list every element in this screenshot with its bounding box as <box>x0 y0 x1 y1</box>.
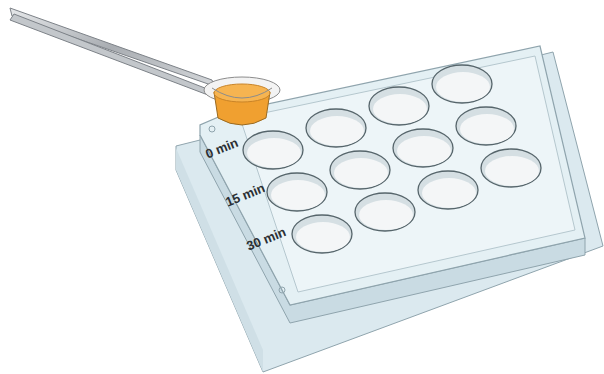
plate-base <box>176 52 603 372</box>
wells <box>243 65 541 253</box>
well <box>292 215 352 253</box>
well <box>393 129 453 167</box>
well <box>369 87 429 125</box>
forceps <box>10 8 214 95</box>
well <box>355 193 415 231</box>
well <box>243 131 303 169</box>
plate-inner <box>240 56 575 292</box>
well <box>267 173 327 211</box>
well <box>481 149 541 187</box>
well <box>418 171 478 209</box>
well <box>432 65 492 103</box>
corner-dot <box>279 287 285 293</box>
plate-top <box>200 46 585 305</box>
well <box>456 107 516 145</box>
corner-dot <box>209 126 215 132</box>
cell-insert <box>204 77 280 125</box>
well <box>306 109 366 147</box>
well <box>330 151 390 189</box>
